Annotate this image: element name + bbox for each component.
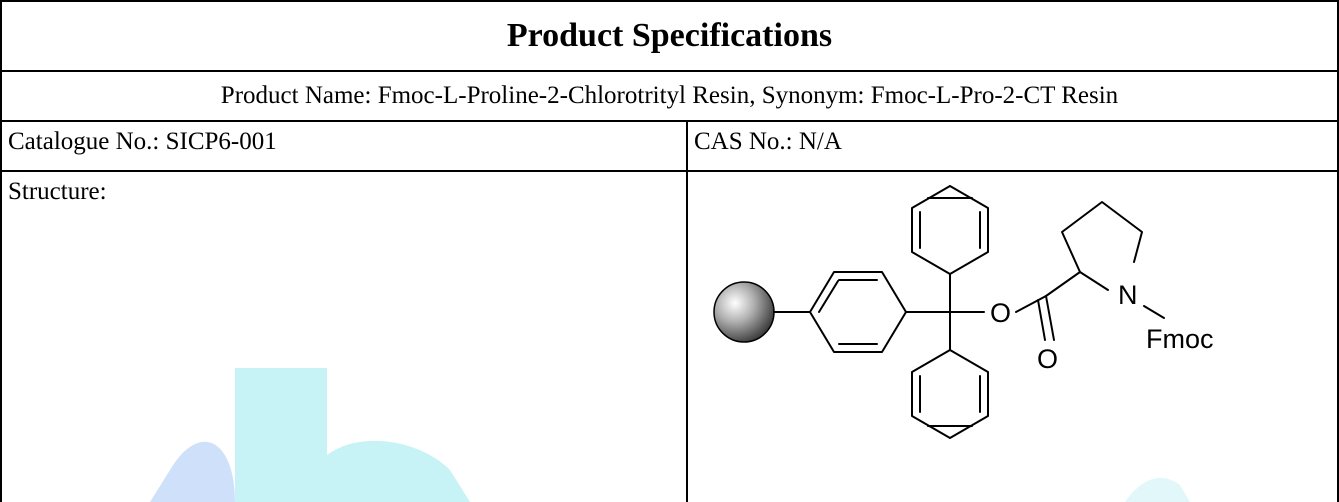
bond-carbonyl-double-b — [1037, 299, 1046, 341]
ether-oxygen: O — [990, 298, 1011, 328]
carbonyl-oxygen: O — [1037, 344, 1058, 374]
chemical-structure: O O N Fmoc — [713, 185, 1214, 439]
fmoc-label: Fmoc — [1146, 324, 1214, 354]
table-rule-3 — [0, 170, 1339, 172]
resin-bead — [713, 281, 775, 343]
product-name-line: Product Name: Fmoc-L-Proline-2-Chlorotri… — [220, 82, 1119, 109]
watermark-curve — [327, 440, 470, 502]
phenyl-ring-center — [809, 271, 907, 353]
bond-carbonyl-alpha — [1045, 271, 1081, 297]
page-title: Product Specifications — [506, 17, 833, 54]
phenyl-center-double-3 — [818, 280, 839, 313]
bond-oxygen-carbonyl — [1015, 295, 1047, 313]
phenyl-ring-bottom — [911, 349, 989, 439]
table-rule-2 — [0, 120, 1339, 122]
pyrrolidine-ring — [1061, 201, 1143, 291]
catalogue-number: Catalogue No.: SICP6-001 — [8, 128, 277, 155]
table-border-right — [1337, 0, 1339, 502]
watermark-arc — [150, 441, 235, 502]
cas-number: CAS No.: N/A — [694, 128, 842, 155]
bond-carbonyl-double-a — [1045, 295, 1055, 341]
watermark-bar — [235, 368, 327, 502]
bond-nitrogen-fmoc — [1143, 305, 1165, 319]
ring-nitrogen: N — [1118, 280, 1138, 310]
structure-label: Structure: — [8, 178, 107, 205]
table-column-divider — [686, 120, 688, 502]
table-rule-1 — [0, 70, 1339, 72]
phenyl-ring-top — [911, 185, 989, 275]
table-border-top — [0, 0, 1339, 2]
table-border-left — [0, 0, 2, 502]
